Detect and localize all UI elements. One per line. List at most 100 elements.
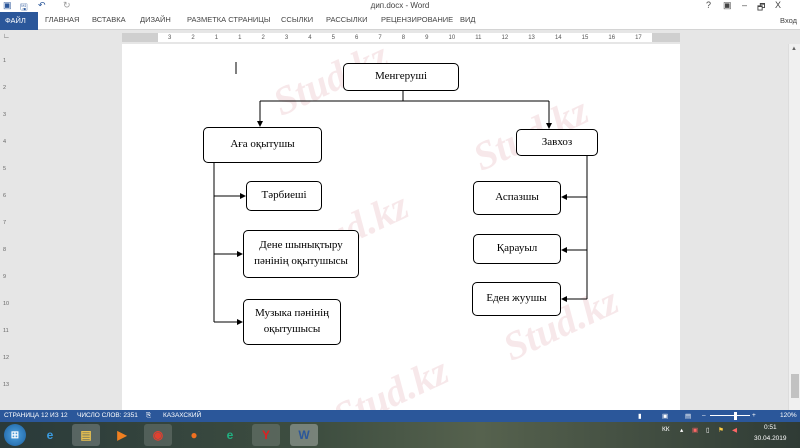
ruler-tick: 14 <box>554 34 562 41</box>
ruler-tick: 6 <box>355 34 359 41</box>
zoom-in-button[interactable]: + <box>752 412 756 419</box>
web-layout-icon[interactable]: ▤ <box>685 413 692 420</box>
tab-mailings[interactable]: РАССЫЛКИ <box>326 15 368 24</box>
redo-icon[interactable]: ↻ <box>63 0 71 10</box>
scrollbar-thumb[interactable] <box>791 374 799 398</box>
org-box-cleaner[interactable]: Еден жуушы <box>472 282 561 316</box>
ruler-tick: 4 <box>308 34 312 41</box>
read-mode-icon[interactable]: ▮ <box>638 413 642 420</box>
input-language[interactable]: КК <box>662 426 670 433</box>
title-bar: ▣ 🖫 ↶ ↻ дип.docx - Word ? ▣ – 🗗 X <box>0 0 800 12</box>
undo-icon[interactable]: ↶ <box>38 0 46 10</box>
org-box-senior-teacher[interactable]: Аға оқытушы <box>203 127 322 163</box>
vruler-tick: 11 <box>3 328 9 334</box>
org-box-cook[interactable]: Аспазшы <box>473 181 561 215</box>
sign-in-link[interactable]: Вход <box>780 16 797 25</box>
ruler-tick: 3 <box>284 34 289 41</box>
tab-layout[interactable]: РАЗМЕТКА СТРАНИЦЫ <box>187 15 271 24</box>
ruler-tick: 9 <box>425 34 429 41</box>
ruler-tick: 1 <box>238 34 242 41</box>
ruler-tick: 2 <box>191 34 195 41</box>
taskbar: ⊞ e ▤ ▶ ◉ ● e Y W КК ▴ ▣ ▯ ⚑ ◀ 0:51 30.0… <box>0 422 800 448</box>
scroll-up-icon[interactable]: ▲ <box>791 46 797 52</box>
org-box-guard[interactable]: Қарауыл <box>473 234 561 264</box>
volume-icon[interactable]: ◀ <box>732 427 737 434</box>
media-player-icon[interactable]: ▶ <box>117 428 127 442</box>
flag-icon[interactable]: ⚑ <box>718 427 724 434</box>
proofing-icon[interactable]: ⎘ <box>146 412 152 419</box>
vruler-tick: 5 <box>3 166 7 172</box>
status-bar: СТРАНИЦА 12 ИЗ 12 ЧИСЛО СЛОВ: 2351 ⎘ КАЗ… <box>0 410 800 422</box>
tab-review[interactable]: РЕЦЕНЗИРОВАНИЕ <box>381 15 454 24</box>
tab-design[interactable]: ДИЗАЙН <box>140 15 171 24</box>
vruler-tick: 4 <box>3 139 7 145</box>
zoom-out-button[interactable]: – <box>702 412 706 419</box>
ribbon-display-icon[interactable]: ▣ <box>723 0 732 10</box>
org-box-pe-teacher[interactable]: Дене шынықтыру пәнінің оқытушысы <box>243 230 359 278</box>
window-title: дип.docx - Word <box>370 1 430 10</box>
vruler-tick: 8 <box>3 247 7 253</box>
network-icon[interactable]: ▣ <box>692 427 699 434</box>
tab-home[interactable]: ГЛАВНАЯ <box>45 15 80 24</box>
chrome-icon[interactable]: ◉ <box>144 424 172 446</box>
minimize-button[interactable]: – <box>742 0 748 10</box>
ruler-tick: 13 <box>528 34 535 41</box>
tab-references[interactable]: ССЫЛКИ <box>281 15 314 24</box>
vertical-scrollbar[interactable]: ▲ <box>788 44 800 410</box>
clock-time[interactable]: 0:51 <box>764 424 777 431</box>
vruler-tick: 12 <box>3 355 10 361</box>
edge-browser-icon[interactable]: e <box>226 428 234 442</box>
battery-icon[interactable]: ▯ <box>706 427 710 434</box>
vruler-tick: 1 <box>3 58 7 64</box>
start-button[interactable]: ⊞ <box>4 424 26 446</box>
close-button[interactable]: X <box>775 0 782 10</box>
ruler-tick: 12 <box>501 34 509 41</box>
yandex-browser-icon[interactable]: Y <box>252 424 280 446</box>
tab-selector-icon[interactable]: ∟ <box>3 33 10 40</box>
ruler-tick: 1 <box>214 34 219 41</box>
org-box-root[interactable]: Менгеруші <box>343 63 459 91</box>
org-box-supply-manager[interactable]: Завхоз <box>516 129 598 156</box>
tab-view[interactable]: ВИД <box>460 15 476 24</box>
ruler-tick: 17 <box>635 34 642 41</box>
ruler-tick: 2 <box>261 34 265 41</box>
firefox-icon[interactable]: ● <box>190 428 198 442</box>
ruler-tick: 16 <box>608 34 616 41</box>
ruler-tick: 10 <box>448 34 456 41</box>
ribbon-tabs: ФАЙЛ ГЛАВНАЯ ВСТАВКА ДИЗАЙН РАЗМЕТКА СТР… <box>0 12 800 30</box>
clock-date[interactable]: 30.04.2019 <box>754 435 787 442</box>
tray-expand-icon[interactable]: ▴ <box>680 427 684 434</box>
ruler-tick: 8 <box>401 34 406 41</box>
restore-button[interactable]: 🗗 <box>757 2 766 12</box>
vruler-tick: 10 <box>3 301 10 307</box>
tab-insert[interactable]: ВСТАВКА <box>92 15 126 24</box>
page-count[interactable]: СТРАНИЦА 12 ИЗ 12 <box>4 412 68 419</box>
tab-file[interactable]: ФАЙЛ <box>0 12 38 30</box>
vruler-tick: 2 <box>3 85 7 91</box>
ruler-tick: 5 <box>331 34 335 41</box>
file-explorer-icon[interactable]: ▤ <box>72 424 100 446</box>
zoom-slider[interactable] <box>710 415 750 416</box>
ruler-tick: 11 <box>475 34 482 41</box>
vruler-tick: 9 <box>3 274 7 280</box>
zoom-level[interactable]: 120% <box>780 412 797 419</box>
ruler-tick: 7 <box>378 34 382 41</box>
ruler-tick: 3 <box>168 34 172 41</box>
help-button[interactable]: ? <box>706 0 712 10</box>
vruler-tick: 3 <box>3 112 7 118</box>
org-box-music-teacher[interactable]: Музыка пәнінің оқытушысы <box>243 299 341 345</box>
word-taskbar-icon[interactable]: W <box>290 424 318 446</box>
print-layout-icon[interactable]: ▣ <box>662 413 669 420</box>
vruler-tick: 13 <box>3 382 10 388</box>
internet-explorer-icon[interactable]: e <box>46 428 54 442</box>
org-box-caregiver[interactable]: Тәрбиеші <box>246 181 322 211</box>
vruler-tick: 7 <box>3 220 7 226</box>
zoom-slider-thumb[interactable] <box>734 412 737 420</box>
word-icon: ▣ <box>3 0 12 10</box>
word-count[interactable]: ЧИСЛО СЛОВ: 2351 <box>77 412 138 419</box>
language[interactable]: КАЗАХСКИЙ <box>163 412 202 419</box>
vruler-tick: 6 <box>3 193 7 199</box>
save-icon[interactable]: 🖫 <box>20 2 28 12</box>
